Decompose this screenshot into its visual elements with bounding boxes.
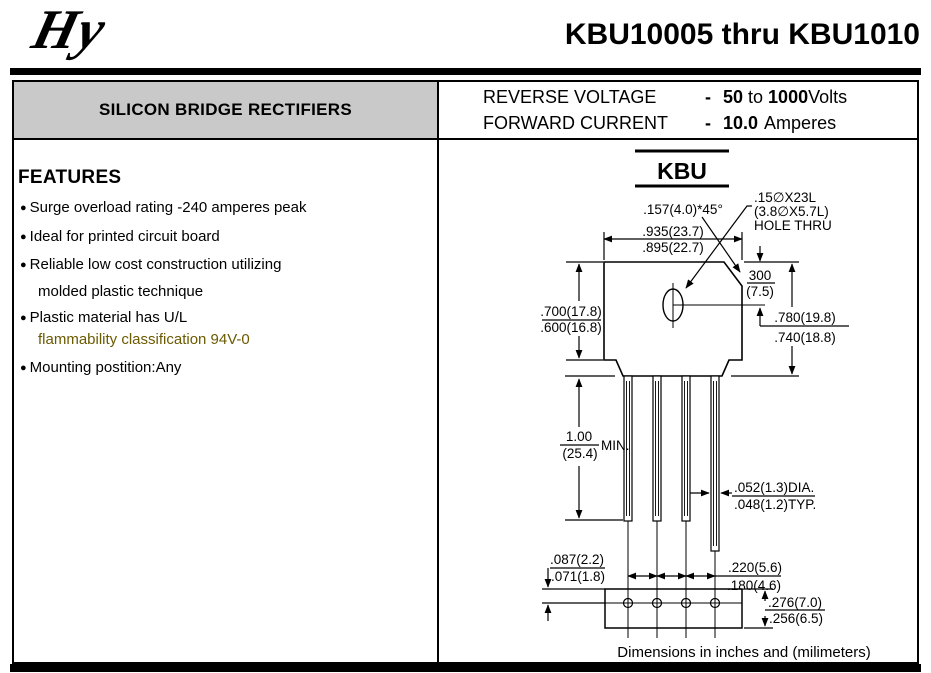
product-family-label: SILICON BRIDGE RECTIFIERS	[98, 100, 353, 119]
company-logo: Hy	[26, 0, 113, 61]
lead-center-lines	[627, 521, 716, 638]
plate-height-max-label: .276(7.0)	[768, 595, 822, 610]
hole-dim-label-3: HOLE THRU	[754, 218, 832, 233]
forward-current-unit: Amperes	[764, 113, 837, 133]
page-title: KBU10005 thru KBU1010	[564, 18, 920, 51]
drawing-title-block	[635, 149, 729, 188]
lead-diameter-dimension	[690, 489, 815, 497]
plate-height-dimension	[744, 588, 825, 629]
reverse-voltage-dash: -	[705, 87, 711, 107]
features-panel: FEATURES ●Surge overload rating -240 amp…	[14, 140, 439, 662]
feature-item: ●Surge overload rating -240 amperes peak	[20, 199, 307, 216]
reverse-voltage-min: 50	[723, 87, 744, 107]
lead-length-dimension	[560, 375, 623, 521]
package-leads	[623, 375, 720, 552]
lead-dia-min-label: .048(1.2)TYP.	[734, 497, 816, 512]
feature-item: ●Reliable low cost construction utilizin…	[20, 256, 281, 273]
body-height-dimension	[542, 261, 603, 361]
offset-dimension	[747, 246, 775, 326]
right-height-dimension	[731, 261, 849, 377]
right-height-min-label: .740(18.8)	[774, 330, 836, 345]
feature-item: ●Ideal for printed circuit board	[20, 228, 220, 245]
bottom-view	[604, 588, 743, 629]
hole-crosshair	[672, 283, 765, 328]
body-height-max-label: .700(17.8)	[540, 304, 602, 319]
kbu-outline-drawing: KBU	[540, 149, 871, 661]
hole-dim-label-1: .15∅X23L	[754, 190, 817, 205]
lead-inner-lines	[626, 381, 717, 546]
bullet-icon: ●	[20, 312, 27, 324]
reverse-voltage-to: to	[748, 87, 764, 107]
pitch-max-label: .220(5.6)	[728, 560, 782, 575]
package-name-label: KBU	[657, 158, 707, 184]
feature-text-flammability: flammability classification 94V-0	[38, 331, 250, 348]
offset-dim-min-label: (7.5)	[746, 284, 774, 299]
feature-item: ●Mounting postition:Any	[20, 359, 181, 376]
pin-offset-min-label: .071(1.8)	[551, 569, 605, 584]
feature-text: Plastic material has U/L	[29, 309, 188, 326]
bullet-icon: ●	[20, 202, 27, 214]
body-height-min-label: .600(16.8)	[540, 320, 602, 335]
feature-text: Ideal for printed circuit board	[29, 228, 220, 245]
lead-dia-max-label: .052(1.3)DIA.	[734, 480, 814, 495]
bullet-icon: ●	[20, 259, 27, 271]
product-family-cell: SILICON BRIDGE RECTIFIERS	[14, 82, 439, 140]
leader-lines	[685, 205, 752, 289]
chamfer-dim-label: .157(4.0)*45°	[643, 202, 723, 217]
feature-text: Surge overload rating -240 amperes peak	[29, 199, 307, 216]
bottom-rule	[10, 664, 921, 672]
lead-length-value-label: 1.00	[566, 429, 592, 444]
feature-text-continued: molded plastic technique	[38, 283, 204, 300]
reverse-voltage-label: REVERSE VOLTAGE	[483, 87, 657, 107]
feature-text: Reliable low cost construction utilizing	[29, 256, 282, 273]
reverse-voltage-max: 1000	[768, 87, 809, 107]
forward-current-label: FORWARD CURRENT	[483, 113, 668, 133]
lead-length-min-label: MIN.	[601, 438, 630, 453]
feature-text: Mounting postition:Any	[29, 359, 182, 376]
hole-dim-label-2: (3.8∅X5.7L)	[754, 204, 829, 219]
forward-current-value: 10.0	[723, 113, 759, 133]
forward-current-dash: -	[705, 113, 711, 133]
right-height-max-label: .780(19.8)	[774, 310, 836, 325]
feature-item: ●Plastic material has U/L	[20, 309, 187, 326]
dimensions-caption: Dimensions in inches and (milimeters)	[617, 644, 870, 661]
plate-height-min-label: .256(6.5)	[769, 611, 823, 626]
lead-length-mm-label: (25.4)	[562, 446, 597, 461]
offset-dim-max-label: 300	[749, 268, 772, 283]
width-dimension	[603, 232, 743, 260]
package-drawing-panel: KBU	[439, 140, 917, 662]
datasheet-table: SILICON BRIDGE RECTIFIERS REVERSE VOLTAG…	[12, 80, 919, 664]
width-dim-max-label: .935(23.7)	[642, 224, 704, 239]
pin-offset-max-label: .087(2.2)	[550, 552, 604, 567]
features-heading: FEATURES	[18, 167, 122, 188]
pitch-min-label: .180(4.6)	[727, 578, 781, 593]
bullet-icon: ●	[20, 362, 27, 374]
top-rule	[10, 68, 921, 75]
width-dim-min-label: .895(22.7)	[642, 240, 704, 255]
bullet-icon: ●	[20, 231, 27, 243]
pin-offset-dimension	[542, 567, 605, 621]
reverse-voltage-unit: Volts	[808, 87, 848, 107]
